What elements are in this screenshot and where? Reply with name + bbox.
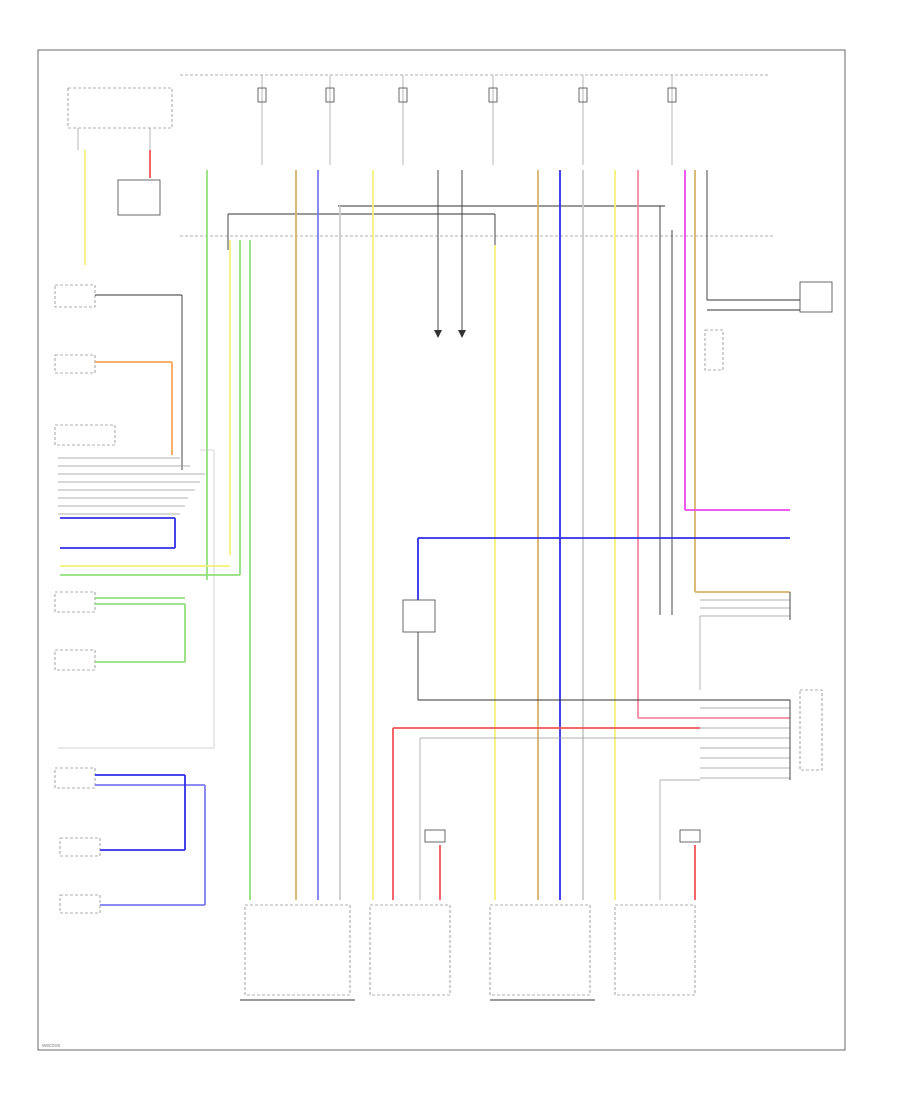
ground-connectors [434, 330, 466, 338]
top-left-module [67, 87, 173, 265]
left-module-5 [54, 649, 96, 671]
page-code: W8C0V8 [42, 1043, 61, 1048]
left-module-1 [54, 284, 96, 308]
fuse-2 [325, 75, 335, 165]
lamp-socket-3 [489, 904, 591, 996]
fuse-4 [488, 75, 498, 165]
fuse-3 [398, 75, 408, 165]
vertical-wires [206, 170, 708, 900]
fuse-blocks [257, 75, 677, 165]
diagram-frame [37, 49, 846, 1051]
lamp-socket-2 [369, 904, 451, 996]
lamp-socket-4 [614, 904, 696, 996]
fuse-5 [578, 75, 588, 165]
left-module-4 [54, 591, 96, 613]
left-module-2 [54, 354, 96, 374]
left-module-8 [59, 894, 101, 914]
center-module [402, 537, 790, 701]
right-connectors [392, 592, 823, 900]
harness-bars [227, 205, 665, 250]
fuse-1 [257, 75, 267, 165]
left-module-7 [59, 837, 101, 857]
left-module-6 [54, 767, 96, 789]
lamp-socket-1 [244, 904, 351, 996]
left-module-3 [54, 424, 116, 446]
fuse-6 [667, 75, 677, 165]
right-top-module [685, 281, 833, 593]
left-modules [54, 284, 240, 914]
rear-combination-lamps [240, 829, 701, 1001]
relay-box [117, 179, 161, 216]
